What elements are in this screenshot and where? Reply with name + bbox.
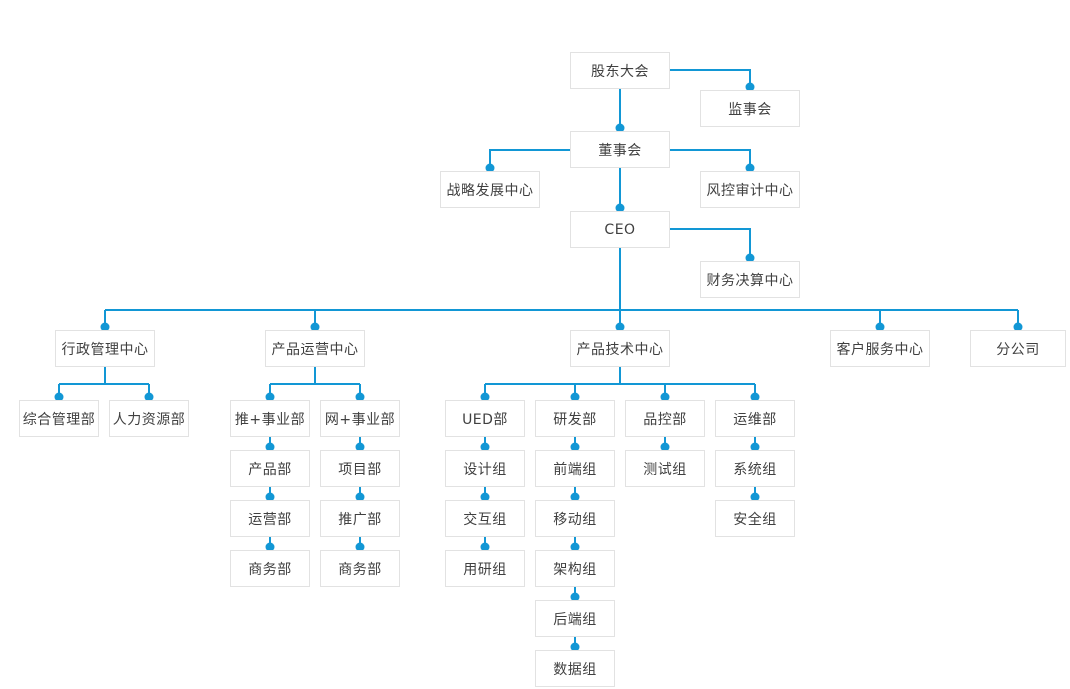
- org-node-finance-center: 财务决算中心: [700, 261, 800, 298]
- org-node-frontend-group: 前端组: [535, 450, 615, 487]
- org-node-security-group: 安全组: [715, 500, 795, 537]
- org-node-system-group: 系统组: [715, 450, 795, 487]
- org-node-admin-center: 行政管理中心: [55, 330, 155, 367]
- org-node-promotion-dept: 推广部: [320, 500, 400, 537]
- org-node-testing-group: 测试组: [625, 450, 705, 487]
- org-node-strategy-center: 战略发展中心: [440, 171, 540, 208]
- org-node-architecture-group: 架构组: [535, 550, 615, 587]
- org-node-product-dept: 产品部: [230, 450, 310, 487]
- org-node-board-of-directors: 董事会: [570, 131, 670, 168]
- org-node-data-group: 数据组: [535, 650, 615, 687]
- org-node-backend-group: 后端组: [535, 600, 615, 637]
- org-node-branch-company: 分公司: [970, 330, 1066, 367]
- org-node-operation-dept: 运营部: [230, 500, 310, 537]
- connector-line: [670, 69, 751, 90]
- org-node-business-dept-left: 商务部: [230, 550, 310, 587]
- org-node-rd-dept: 研发部: [535, 400, 615, 437]
- org-node-project-dept: 项目部: [320, 450, 400, 487]
- org-node-interaction-group: 交互组: [445, 500, 525, 537]
- org-node-general-mgmt-dept: 综合管理部: [19, 400, 99, 437]
- org-node-risk-audit-center: 风控审计中心: [700, 171, 800, 208]
- connector-line: [670, 228, 751, 261]
- org-node-user-research-group: 用研组: [445, 550, 525, 587]
- connector-line: [489, 149, 570, 171]
- org-node-shareholders-meeting: 股东大会: [570, 52, 670, 89]
- org-node-ceo: CEO: [570, 211, 670, 248]
- org-node-supervisory-board: 监事会: [700, 90, 800, 127]
- org-node-business-dept-right: 商务部: [320, 550, 400, 587]
- org-node-wang-business-dept: 网+事业部: [320, 400, 400, 437]
- org-node-customer-service-center: 客户服务中心: [830, 330, 930, 367]
- connector-line: [670, 149, 751, 171]
- org-node-hr-dept: 人力资源部: [109, 400, 189, 437]
- org-node-ops-maintenance-dept: 运维部: [715, 400, 795, 437]
- org-node-qc-dept: 品控部: [625, 400, 705, 437]
- org-node-product-tech-center: 产品技术中心: [570, 330, 670, 367]
- org-node-product-ops-center: 产品运营中心: [265, 330, 365, 367]
- org-node-tui-business-dept: 推+事业部: [230, 400, 310, 437]
- org-node-design-group: 设计组: [445, 450, 525, 487]
- org-node-ued-dept: UED部: [445, 400, 525, 437]
- org-node-mobile-group: 移动组: [535, 500, 615, 537]
